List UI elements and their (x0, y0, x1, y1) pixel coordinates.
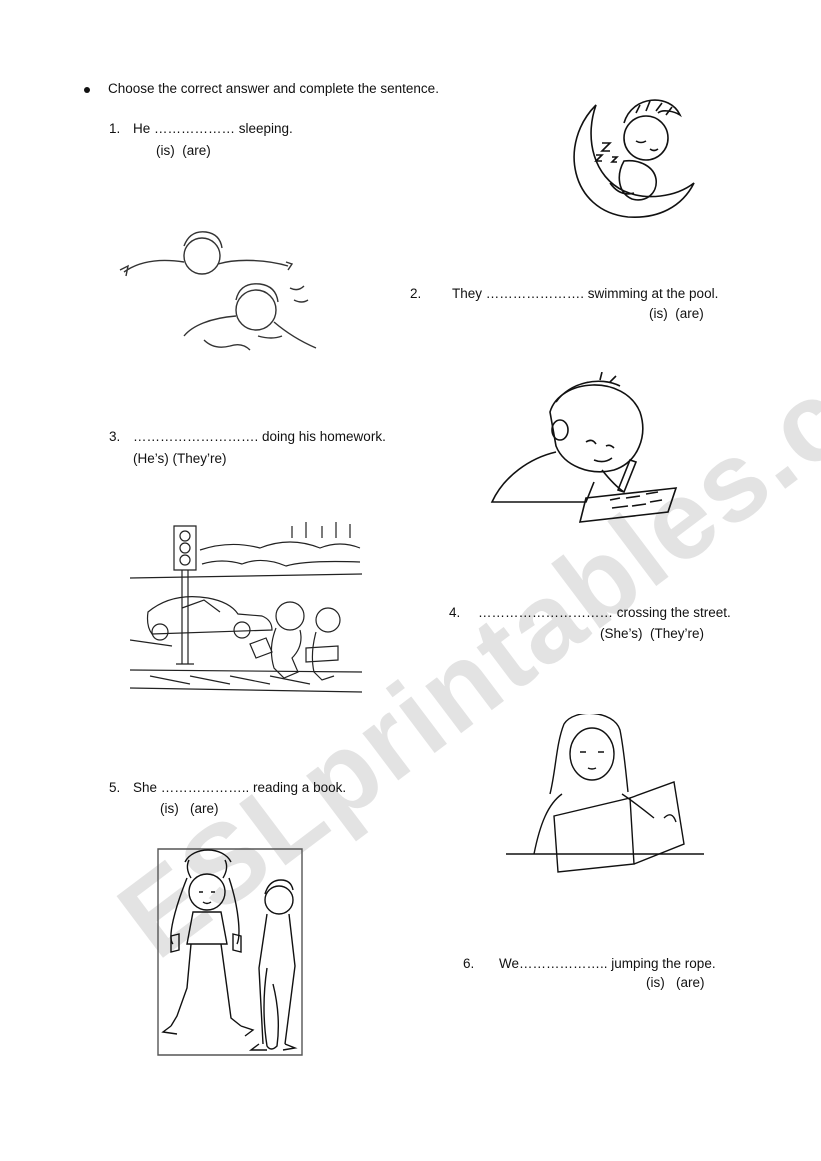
bullet-icon (84, 87, 90, 93)
item-2-options: (is) (are) (649, 306, 704, 321)
item-5-options: (is) (are) (160, 801, 219, 816)
item-3-number: 3. (109, 429, 121, 444)
children-crossing-street-image (130, 520, 362, 704)
item-6-options: (is) (are) (646, 975, 705, 990)
item-1-sentence: He ……………… sleeping. (133, 121, 293, 136)
item-5-sentence: She ……………….. reading a book. (133, 780, 347, 795)
item-6-sentence: We……………….. jumping the rope. (499, 956, 716, 971)
item-3-sentence: ………………………. doing his homework. (133, 429, 386, 444)
item-4-number: 4. (449, 605, 461, 620)
item-6-number: 6. (463, 956, 475, 971)
item-5-number: 5. (109, 780, 121, 795)
boys-swimming-image (118, 228, 320, 362)
girl-jumping-rope-image (157, 848, 303, 1056)
item-4-sentence: ………………………… crossing the street. (478, 605, 731, 620)
instruction: Choose the correct answer and complete t… (108, 81, 439, 96)
baby-sleeping-moon-image (566, 83, 698, 221)
item-3-options: (He’s) (They’re) (133, 451, 227, 466)
item-1-number: 1. (109, 121, 121, 136)
item-2-sentence: They …………………. swimming at the pool. (452, 286, 719, 301)
item-2-number: 2. (410, 286, 422, 301)
item-4-options: (She’s) (They’re) (600, 626, 705, 641)
girl-reading-image (504, 714, 704, 874)
item-1-options: (is) (are) (156, 143, 211, 158)
boy-homework-image (490, 372, 678, 530)
